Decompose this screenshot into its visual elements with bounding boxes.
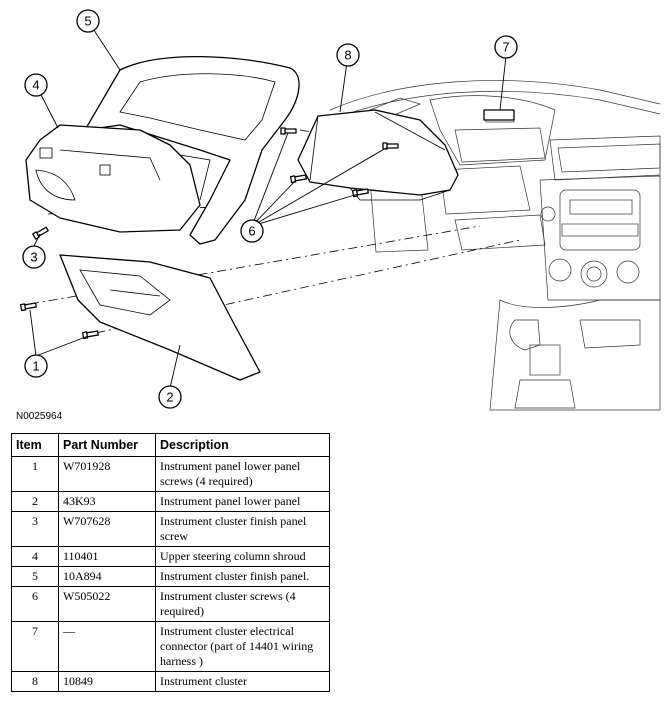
cell-description: Instrument cluster finish panel screw — [155, 511, 330, 547]
upper-steering-column-shroud — [25, 124, 201, 233]
svg-text:6: 6 — [248, 224, 255, 239]
cell-item: 6 — [11, 586, 59, 622]
callout-7: 7 — [494, 35, 518, 59]
cell-item: 8 — [11, 671, 59, 692]
svg-text:8: 8 — [344, 48, 351, 63]
cell-item: 3 — [11, 511, 59, 547]
cell-part-number: W707628 — [58, 511, 156, 547]
cell-description: Instrument panel lower panel screws (4 r… — [155, 456, 330, 492]
svg-text:5: 5 — [84, 14, 91, 29]
svg-text:4: 4 — [32, 78, 39, 93]
callout-leaders — [29, 20, 507, 389]
screws — [19, 127, 399, 340]
parts-table: Item Part Number Description 1 W701928 I… — [11, 433, 330, 692]
table-row: 7 — Instrument cluster electrical connec… — [11, 621, 330, 672]
cell-part-number: W505022 — [58, 586, 156, 622]
cell-part-number: 43K93 — [58, 491, 156, 512]
table-row: 5 10A894 Instrument cluster finish panel… — [11, 566, 330, 587]
callout-4: 4 — [24, 73, 48, 97]
svg-text:2: 2 — [166, 390, 173, 405]
callout-6: 6 — [240, 219, 264, 243]
cell-item: 2 — [11, 491, 59, 512]
cell-description: Instrument cluster screws (4 required) — [155, 586, 330, 622]
cell-item: 5 — [11, 566, 59, 587]
header-part-number: Part Number — [58, 433, 156, 457]
cell-part-number: 110401 — [58, 546, 156, 567]
instrument-cluster-electrical-connector — [483, 109, 515, 121]
header-item: Item — [11, 433, 59, 457]
table-header-row: Item Part Number Description — [11, 433, 330, 457]
header-description: Description — [155, 433, 330, 457]
svg-text:7: 7 — [502, 40, 509, 55]
exploded-view-diagram: 1 2 3 4 5 6 7 8 — [19, 9, 661, 411]
cell-item: 1 — [11, 456, 59, 492]
instrument-cluster — [297, 109, 459, 201]
table-row: 8 10849 Instrument cluster — [11, 671, 330, 692]
cell-description: Instrument cluster electrical connector … — [155, 621, 330, 672]
callout-3: 3 — [22, 245, 46, 269]
cell-description: Instrument panel lower panel — [155, 491, 330, 512]
cell-part-number: 10849 — [58, 671, 156, 692]
table-row: 6 W505022 Instrument cluster screws (4 r… — [11, 586, 330, 622]
callout-8: 8 — [336, 43, 360, 67]
instrument-cluster-finish-panel — [84, 55, 300, 245]
cell-description: Instrument cluster — [155, 671, 330, 692]
cell-description: Upper steering column shroud — [155, 546, 330, 567]
svg-text:1: 1 — [32, 359, 39, 374]
callout-5: 5 — [76, 9, 100, 33]
figure-id: N0025964 — [16, 411, 63, 422]
cell-part-number: W701928 — [58, 456, 156, 492]
cell-item: 4 — [11, 546, 59, 567]
table-row: 2 43K93 Instrument panel lower panel — [11, 491, 330, 512]
callout-1: 1 — [24, 354, 48, 378]
instrument-panel-lower-panel — [59, 254, 261, 381]
cell-part-number: 10A894 — [58, 566, 156, 587]
table-row: 1 W701928 Instrument panel lower panel s… — [11, 456, 330, 492]
callout-2: 2 — [158, 385, 182, 409]
cell-part-number: — — [58, 621, 156, 672]
table-row: 3 W707628 Instrument cluster finish pane… — [11, 511, 330, 547]
cell-description: Instrument cluster finish panel. — [155, 566, 330, 587]
svg-text:3: 3 — [30, 250, 37, 265]
cell-item: 7 — [11, 621, 59, 672]
table-row: 4 110401 Upper steering column shroud — [11, 546, 330, 567]
